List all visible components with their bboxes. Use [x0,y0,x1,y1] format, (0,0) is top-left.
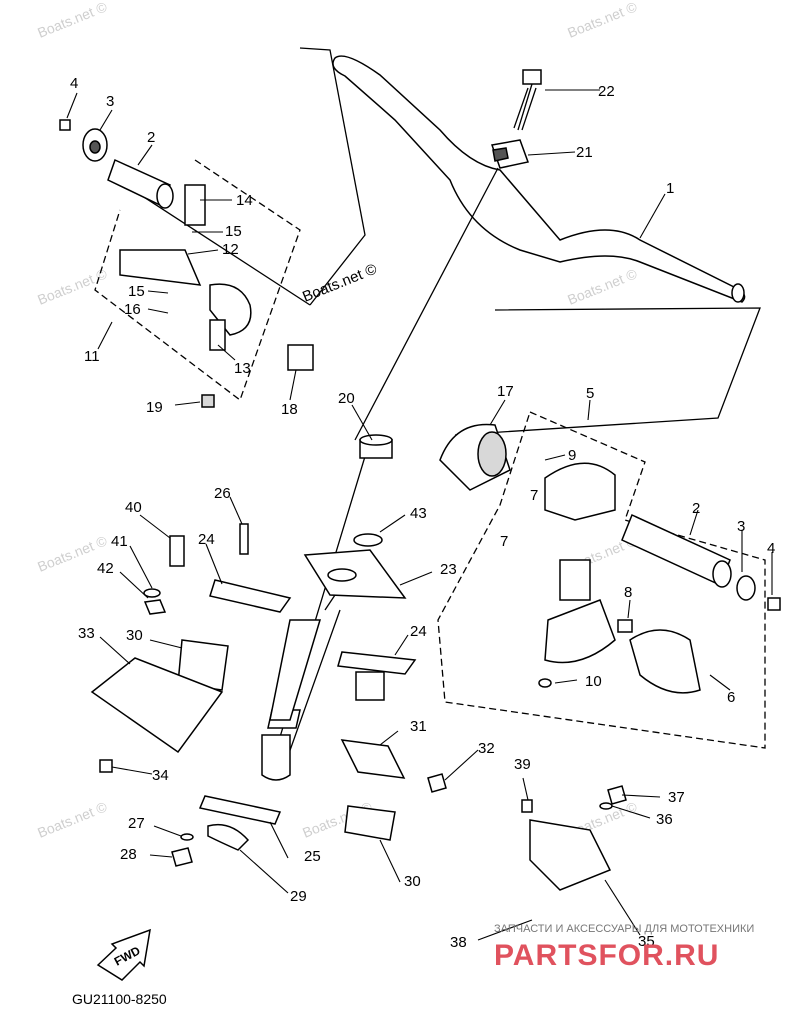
handlebar-tube [332,55,746,303]
label-36: 36 [656,811,673,828]
leader-lines [66,89,773,941]
label-1: 1 [666,180,674,197]
label-12: 12 [222,241,239,258]
label-34: 34 [152,767,169,784]
label-3b: 3 [737,518,745,535]
watermark: Boats.net © [565,265,640,308]
label-3: 3 [106,93,114,110]
label-2: 2 [147,129,155,146]
partsfor-tagline: ЗАПЧАСТИ И АКСЕССУАРЫ ДЛЯ МОТОТЕХНИКИ [494,923,754,935]
label-23: 23 [440,561,457,578]
label-17: 17 [497,383,514,400]
label-22: 22 [598,83,615,100]
label-32: 32 [478,740,495,757]
label-21: 21 [576,144,593,161]
collar-20 [359,434,393,459]
forward-arrow-icon: FWD [96,928,151,981]
label-18: 18 [281,401,298,418]
partsfor-watermark: ЗАПЧАСТИ И АКСЕССУАРЫ ДЛЯ МОТОТЕХНИКИ PA… [494,923,754,972]
label-27: 27 [128,815,145,832]
throttle-assembly-11 [94,159,314,408]
label-26: 26 [214,485,231,502]
label-8: 8 [624,584,632,601]
label-7: 7 [530,487,538,504]
label-4: 4 [70,75,78,92]
watermark: Boats.net © [35,0,110,41]
cover-17 [439,423,511,491]
label-5: 5 [586,385,594,402]
label-31: 31 [410,718,427,735]
partsfor-logo: PARTSFOR.RU [494,939,719,972]
bolt-22 [513,69,542,131]
handlebar-outline [109,47,761,436]
label-42: 42 [97,560,114,577]
label-10: 10 [585,673,602,690]
label-9: 9 [568,447,576,464]
steering-column [261,167,499,781]
diagram-code: GU21100-8250 [72,991,167,1007]
label-33: 33 [78,625,95,642]
switch-housing-5 [437,411,781,749]
label-35: 35 [638,933,655,950]
label-40: 40 [125,499,142,516]
label-24: 24 [198,531,215,548]
label-24b: 24 [410,623,427,640]
label-28: 28 [120,846,137,863]
label-19: 19 [146,399,163,416]
small-hardware [99,523,633,867]
part-labels: 4 3 2 14 15 12 15 16 11 13 19 18 22 21 1… [70,75,775,951]
watermark: Boats.net © [35,798,110,841]
label-20: 20 [338,390,355,407]
label-13: 13 [234,360,251,377]
label-37: 37 [668,789,685,806]
label-39: 39 [514,756,531,773]
label-14: 14 [236,192,253,209]
label-7b: 7 [500,533,508,550]
left-grip-assembly [59,119,174,209]
label-15: 15 [225,223,242,240]
label-4b: 4 [767,540,775,557]
watermark: Boats.net © [35,265,110,308]
watermark: Boats.net © [565,0,640,41]
label-41: 41 [111,533,128,550]
plate-23 [303,533,407,599]
label-30b: 30 [404,873,421,890]
label-6: 6 [727,689,735,706]
label-29: 29 [290,888,307,905]
label-11: 11 [84,348,100,365]
lower-brackets [90,579,612,891]
label-2b: 2 [692,500,700,517]
label-16: 16 [124,301,141,318]
label-30: 30 [126,627,143,644]
label-43: 43 [410,505,427,522]
label-15b: 15 [128,283,145,300]
label-38: 38 [450,934,467,951]
label-25: 25 [304,848,321,865]
handlebar-clamp-21 [491,139,529,169]
